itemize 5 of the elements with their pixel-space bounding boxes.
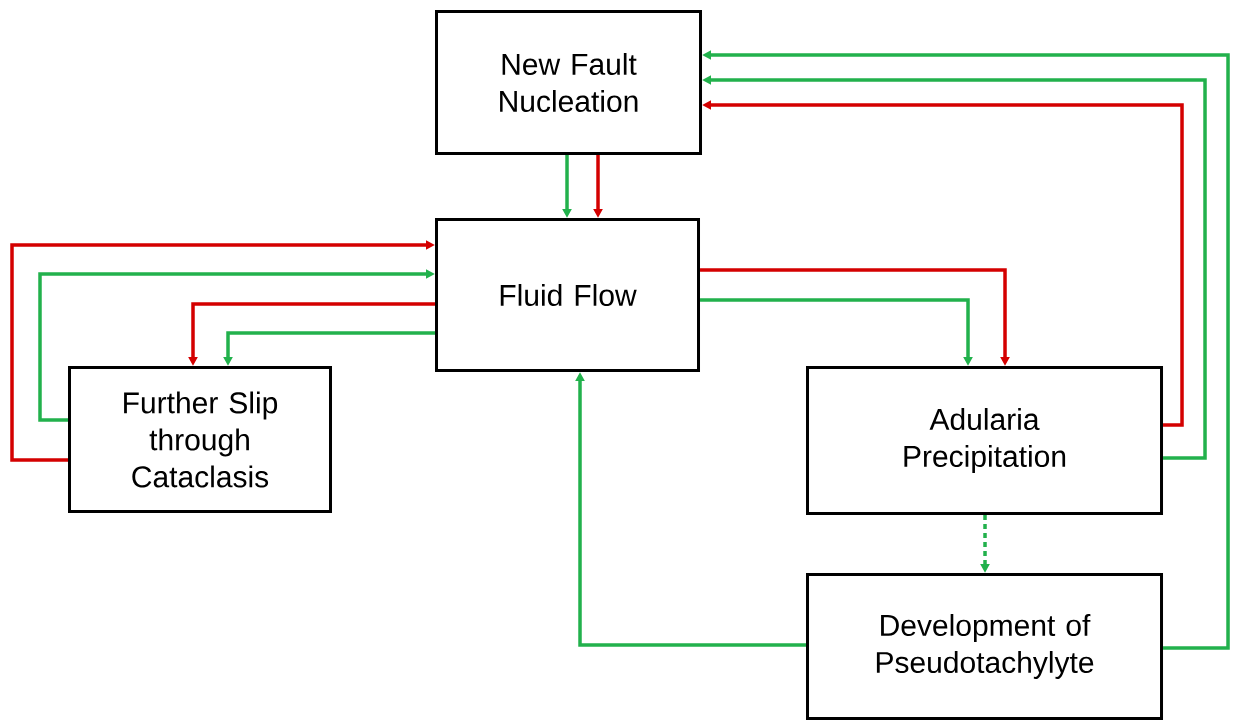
process-box: Fluid Flow bbox=[435, 218, 700, 372]
process-box: New Fault Nucleation bbox=[435, 10, 702, 155]
process-box: Adularia Precipitation bbox=[806, 366, 1163, 515]
process-box: Development of Pseudotachylyte bbox=[806, 573, 1163, 720]
process-box: Further Slip through Cataclasis bbox=[68, 366, 332, 513]
